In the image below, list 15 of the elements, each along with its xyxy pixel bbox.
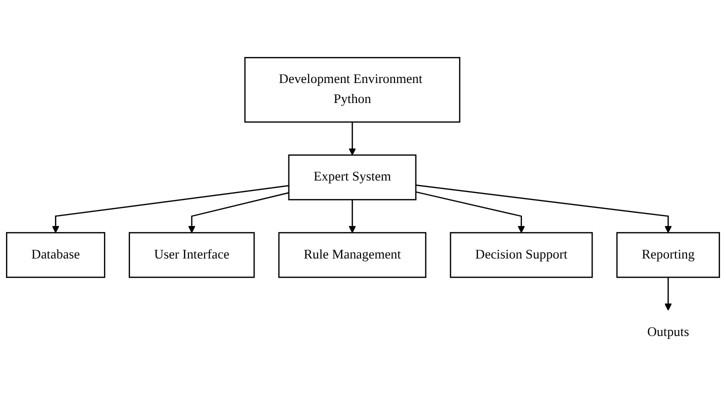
arrow	[416, 184, 672, 233]
node-box: Expert System	[288, 154, 416, 200]
node-box: Database	[6, 232, 106, 278]
node-box: User Interface	[128, 232, 255, 278]
arrow	[348, 199, 356, 233]
node-box: Rule Management	[278, 232, 426, 278]
arrow	[664, 277, 672, 310]
arrow	[348, 122, 356, 156]
arrow	[52, 184, 289, 233]
node-box: Development Environment Python	[244, 56, 460, 122]
arrow	[188, 192, 289, 233]
node-box: Reporting	[616, 232, 720, 278]
node-text: Outputs	[647, 324, 690, 339]
arrow	[416, 191, 525, 233]
node-box: Decision Support	[450, 232, 593, 278]
